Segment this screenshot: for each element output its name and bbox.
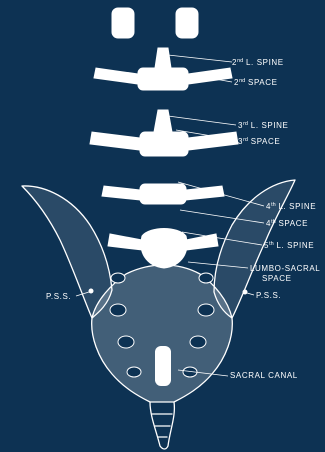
- l3-vertebra-body: [140, 132, 188, 156]
- pss-right-marker: [243, 290, 248, 295]
- l4-vertebra-body: [140, 184, 186, 204]
- sacral-foramen: [110, 304, 126, 316]
- l3-spinous-process: [154, 110, 172, 132]
- label-pss-right: P.S.S.: [256, 291, 281, 300]
- sacral-foramen: [199, 273, 213, 283]
- sacral-foramen: [198, 304, 214, 316]
- label-l4-spine: 4th L. SPINE: [266, 201, 316, 211]
- label-2nd-space: 2nd SPACE: [234, 77, 278, 87]
- leader-l2-spine: [168, 55, 232, 62]
- l2-vertebra-body: [138, 68, 188, 90]
- label-lumbo-sacral-1: LUMBO-SACRAL: [250, 264, 320, 273]
- l5-vertebra-body: [141, 229, 187, 269]
- l2-spinous-process: [155, 48, 171, 68]
- sacral-foramen: [111, 273, 125, 283]
- sacral-foramen: [127, 367, 141, 377]
- median-sacral-crest: [155, 346, 171, 386]
- label-l3-spine: 3rd L. SPINE: [238, 120, 288, 130]
- label-l5-spine: 5th L. SPINE: [264, 240, 314, 250]
- label-4th-space: 4th SPACE: [266, 218, 308, 228]
- label-lumbo-sacral-2: SPACE: [262, 274, 292, 283]
- label-3rd-space: 3rd SPACE: [238, 136, 280, 146]
- label-sacral-canal: SACRAL CANAL: [230, 371, 298, 380]
- sacral-foramen: [190, 336, 206, 348]
- leader-l3-spine: [168, 116, 236, 125]
- sacral-foramen: [118, 336, 134, 348]
- label-l2-spine: 2nd L. SPINE: [232, 57, 284, 67]
- leader-pss-right: [247, 293, 254, 295]
- pss-left-marker: [89, 289, 94, 294]
- label-pss-left: P.S.S.: [46, 292, 71, 301]
